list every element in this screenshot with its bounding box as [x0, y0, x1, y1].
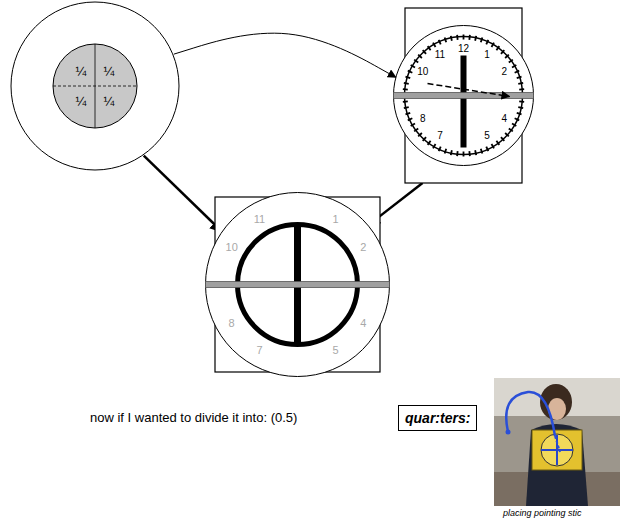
emphasis-box: quar:ters: [398, 405, 477, 431]
flow-arrow [144, 156, 222, 232]
speech-transcript: now if I wanted to divide it into: (0.5) [90, 411, 297, 424]
classroom-photo [494, 378, 620, 506]
spoken-word: quar:ters: [405, 411, 470, 425]
fraction-label: ¼ [104, 65, 115, 78]
clock-face: 121111028475 [405, 8, 522, 183]
fraction-circle-outline [10, 1, 180, 171]
clock-number: 8 [420, 114, 426, 124]
clock-number: 4 [360, 317, 366, 328]
clock-face: 1111028475 [215, 197, 380, 372]
flow-arrow [174, 33, 396, 77]
clock-number: 5 [332, 345, 338, 356]
clock-number: 2 [360, 241, 366, 252]
clock-number: 7 [256, 345, 262, 356]
clock-number: 11 [254, 213, 265, 224]
clock-face-outline [405, 8, 522, 183]
clock-number: 2 [501, 67, 507, 77]
fraction-label: ¼ [76, 95, 87, 108]
fraction-label: ¼ [76, 65, 87, 78]
clock-number: 11 [435, 50, 445, 60]
clock-number: 10 [417, 67, 428, 77]
clock-number: 4 [501, 114, 507, 124]
fraction-label: ¼ [104, 95, 115, 108]
clock-number: 8 [229, 317, 235, 328]
clock-number: 12 [458, 44, 469, 54]
clock-number: 10 [226, 241, 238, 252]
clock-face-outline [215, 197, 380, 372]
clock-number: 1 [332, 213, 338, 224]
clock-number: 7 [437, 131, 443, 141]
clock-number: 5 [484, 131, 490, 141]
clock-number: 1 [484, 50, 490, 60]
photo-caption: placing pointing stic [503, 509, 582, 518]
fraction-circle: ¼ ¼ ¼ ¼ [10, 1, 180, 171]
